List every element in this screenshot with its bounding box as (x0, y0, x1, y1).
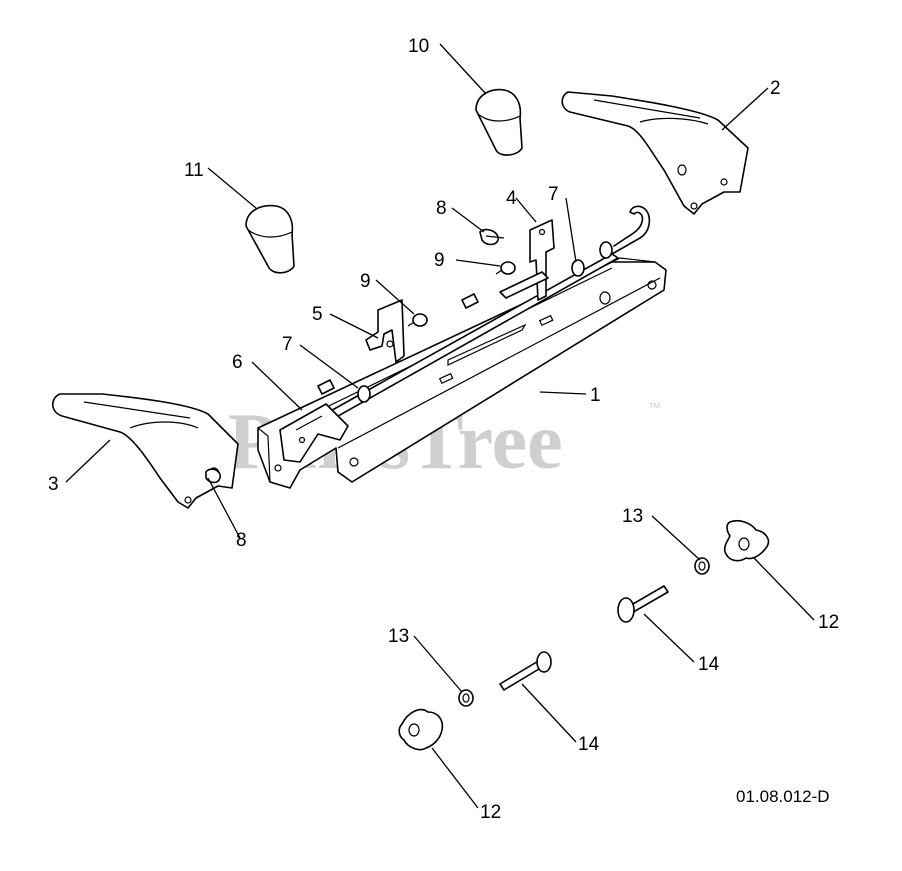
callout-3: 3 (48, 474, 59, 495)
callout-2: 2 (770, 78, 781, 99)
part-14-bolt-right (617, 585, 669, 623)
part-3-handle-left (51, 393, 239, 509)
callout-12-right: 12 (818, 612, 839, 633)
part-7-washer-right (571, 259, 585, 277)
callout-8-top: 8 (436, 198, 447, 219)
watermark-trademark: ™ (648, 400, 661, 415)
part-8-clip-pin-left (205, 468, 221, 484)
callout-4: 4 (506, 188, 517, 209)
callout-13-right: 13 (622, 506, 643, 527)
callout-6: 6 (232, 352, 243, 373)
part-2-handle-right (561, 91, 749, 215)
callout-13-left: 13 (388, 626, 409, 647)
part-4-bracket (461, 219, 555, 309)
callout-11: 11 (184, 160, 204, 181)
part-10-shift-knob-top (475, 88, 523, 156)
part-12-knob-nut-right (723, 519, 770, 562)
drawing-reference: 01.08.012-D (736, 787, 830, 806)
part-7-washer-left (357, 385, 371, 403)
callout-10: 10 (408, 36, 429, 57)
callout-7-right: 7 (548, 184, 559, 205)
part-13-nut-right (694, 557, 710, 575)
part-9-screw-right (495, 261, 516, 275)
part-8-clip-pin-top (479, 228, 505, 246)
part-11-shift-knob-left (245, 204, 295, 274)
callout-8-left: 8 (236, 530, 247, 551)
callout-5: 5 (312, 304, 323, 325)
callout-1: 1 (590, 385, 601, 406)
part-12-knob-nut-left (398, 708, 444, 751)
callout-12-left: 12 (480, 802, 501, 823)
part-13-nut-left (458, 689, 474, 707)
callout-14-right: 14 (698, 654, 720, 675)
callout-9-right: 9 (434, 250, 445, 271)
callout-9-left: 9 (360, 271, 371, 292)
part-5-bracket (317, 299, 405, 395)
callout-14-left: 14 (578, 734, 600, 755)
leader-lines (65, 43, 815, 809)
part-9-screw-left (407, 313, 428, 327)
part-14-bolt-left (499, 651, 552, 691)
part-6-end-bracket (279, 403, 349, 463)
callout-7-left: 7 (282, 334, 293, 355)
